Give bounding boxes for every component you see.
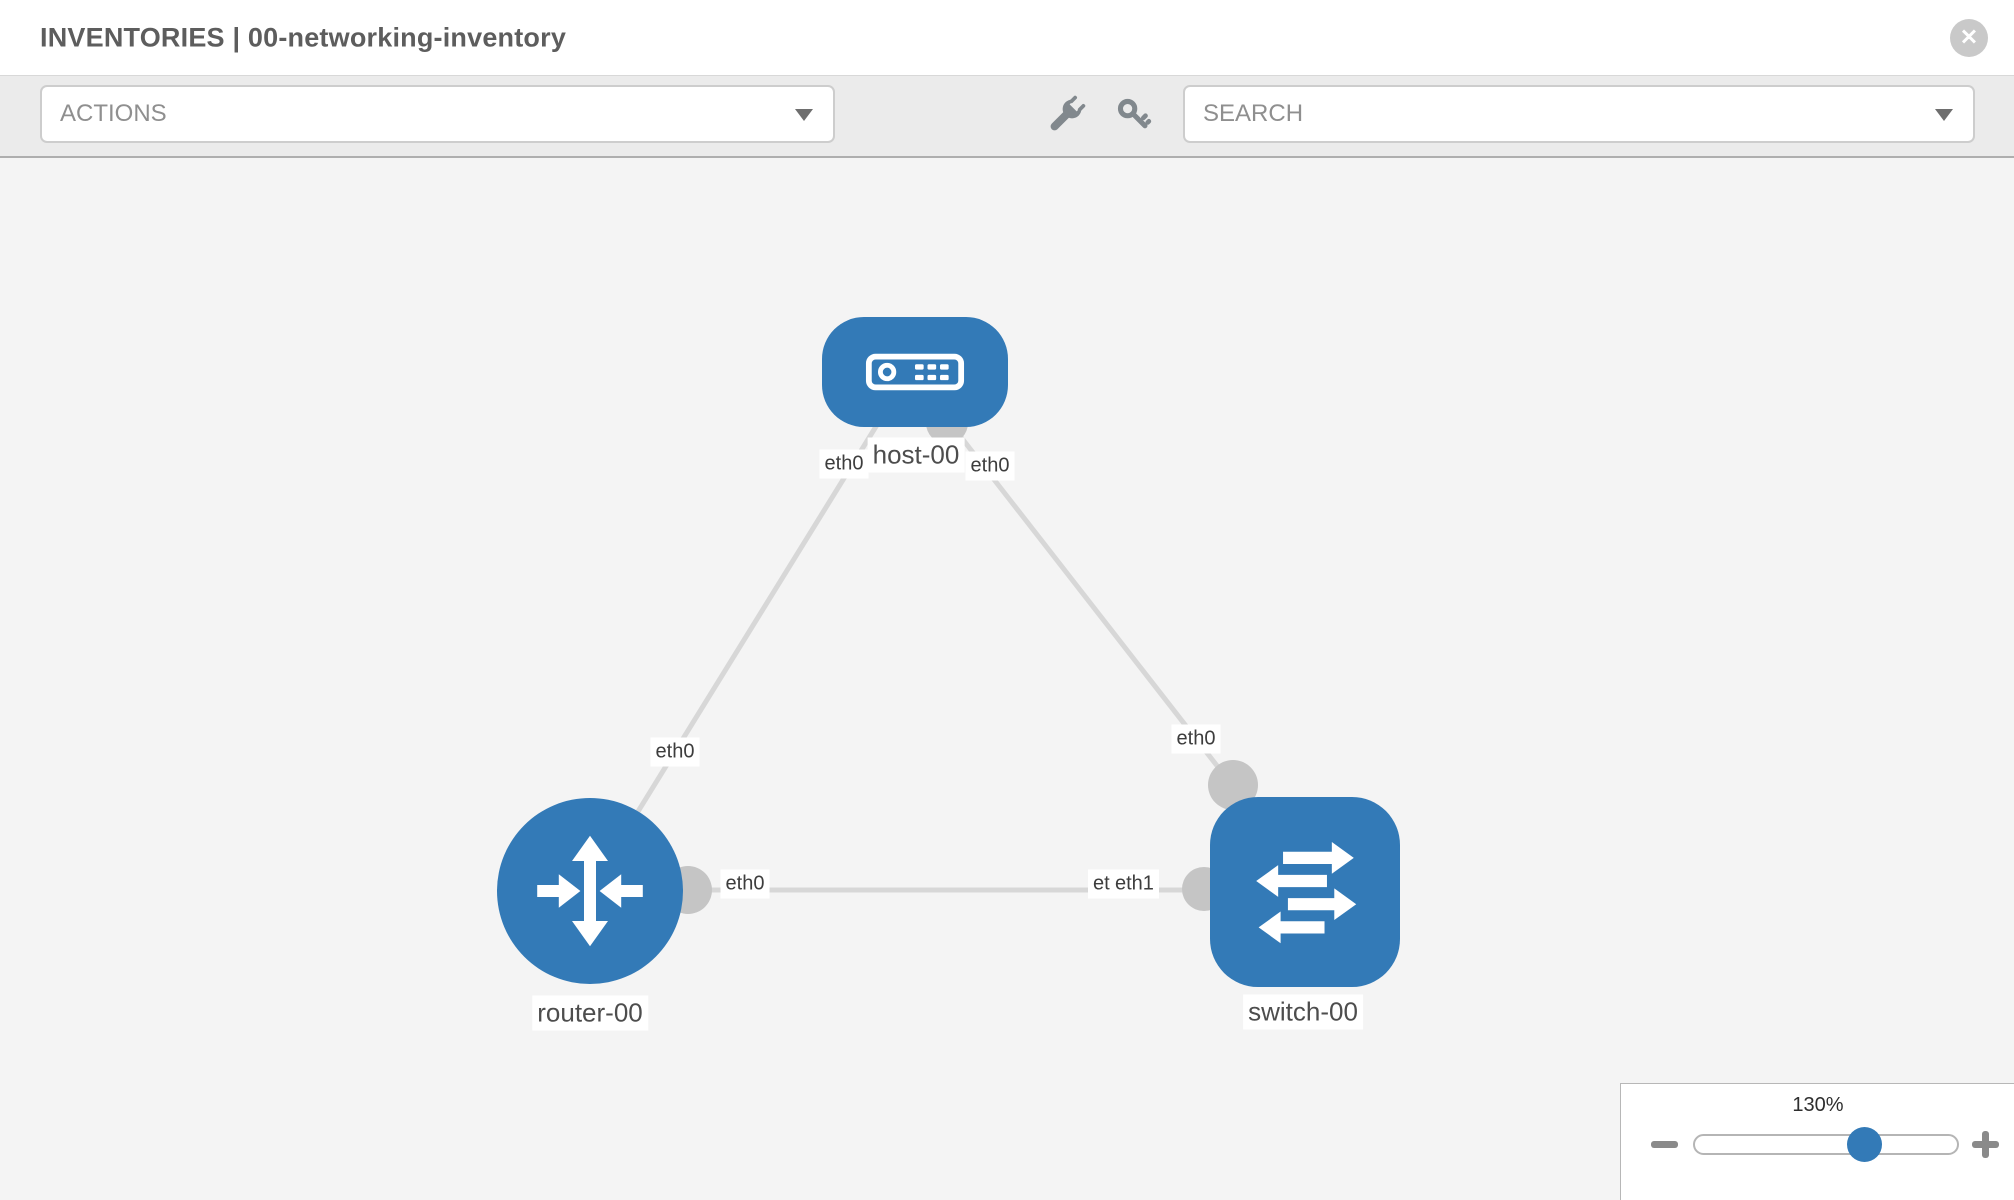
node-switch-00[interactable]	[1210, 797, 1400, 987]
close-button[interactable]: ✕	[1950, 19, 1988, 57]
links-layer	[605, 402, 1258, 914]
node-label-switch: switch-00	[1243, 994, 1363, 1030]
iface-label-host-to-switch: eth0	[965, 451, 1015, 481]
node-router-00[interactable]	[497, 798, 683, 984]
chevron-down-icon	[795, 109, 813, 121]
search-placeholder: SEARCH	[1203, 100, 1304, 127]
host-icon	[865, 353, 965, 391]
key-icon	[1117, 98, 1152, 129]
zoom-slider-track[interactable]	[1693, 1134, 1959, 1155]
iface-label-host-to-router: eth0	[819, 449, 869, 479]
node-label-router: router-00	[532, 995, 648, 1031]
chevron-down-icon	[1935, 109, 1953, 121]
zoom-value: 130%	[1792, 1094, 1844, 1116]
close-icon: ✕	[1959, 24, 1979, 50]
link-host-router	[605, 418, 883, 862]
panel-header: INVENTORIES | 00-networking-inventory ✕	[0, 0, 2014, 76]
iface-label-router-to-switch: eth0	[720, 869, 770, 899]
page-title: INVENTORIES | 00-networking-inventory	[40, 22, 567, 52]
wrench-icon	[1050, 95, 1086, 131]
zoom-slider-thumb[interactable]	[1847, 1127, 1882, 1162]
iface-label-switch-from-host: eth0	[1171, 724, 1221, 754]
router-icon	[537, 835, 643, 947]
actions-dropdown[interactable]: ACTIONS	[40, 85, 835, 143]
switch-icon	[1256, 841, 1357, 944]
toolbar: ACTIONS SEARCH	[0, 76, 2014, 158]
wrench-button[interactable]	[1043, 94, 1087, 138]
zoom-out-button[interactable]	[1651, 1141, 1678, 1148]
zoom-in-button-vertical-bar[interactable]	[1982, 1131, 1989, 1158]
iface-label-switch-from-router: eth1	[1110, 869, 1159, 899]
key-button[interactable]	[1113, 94, 1157, 138]
actions-dropdown-label: ACTIONS	[60, 100, 167, 127]
node-host-00[interactable]	[822, 317, 1008, 427]
search-input[interactable]: SEARCH	[1183, 85, 1975, 143]
zoom-panel: 130%	[1620, 1083, 2014, 1200]
node-label-host: host-00	[867, 437, 965, 473]
topology-canvas[interactable]: host-00 router-00 switch-00 eth0 eth0 et…	[0, 158, 2014, 1200]
iface-label-router-from-host: eth0	[650, 737, 700, 767]
